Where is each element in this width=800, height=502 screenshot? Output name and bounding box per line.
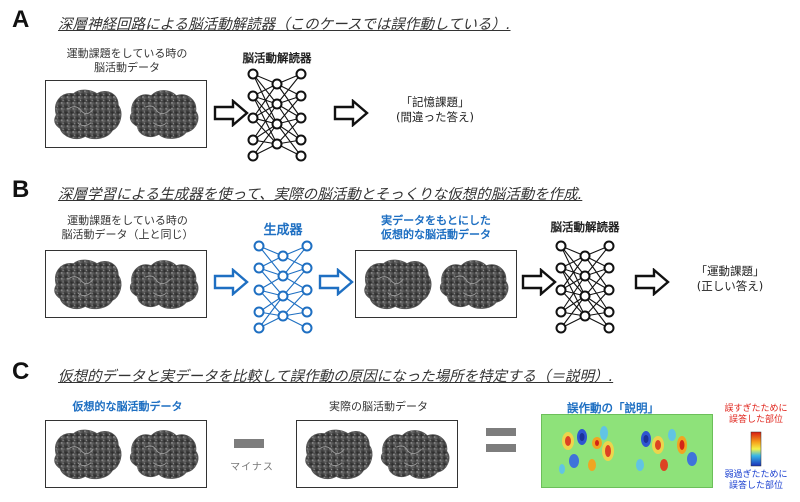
- output-answer: 「記憶課題」: [400, 95, 470, 109]
- right-arrow-icon: [521, 268, 557, 296]
- section-b-decoder-label: 脳活動解読器: [550, 220, 620, 234]
- section-a-decoder-label: 脳活動解読器: [242, 51, 312, 65]
- section-a-input-caption: 運動課題をしている時の 脳活動データ: [42, 47, 212, 75]
- colorbar-icon: [750, 431, 762, 467]
- section-b-input-caption: 運動課題をしている時の 脳活動データ（上と同じ）: [40, 214, 215, 242]
- brain-scan-image: [45, 80, 207, 148]
- output-note: (間違った答え): [396, 110, 474, 124]
- virtual-brain-scan-image: [45, 420, 207, 488]
- equals-sign-icon: [486, 428, 516, 436]
- real-brain-scan-image: [296, 420, 458, 488]
- brain-scan-image: [45, 250, 207, 318]
- section-c-title: 仮想的データと実データを比較して誤作動の原因になった場所を特定する（＝説明）.: [58, 369, 614, 385]
- caption-line: 運動課題をしている時の: [66, 47, 188, 60]
- section-c-letter: C: [12, 358, 30, 385]
- legend-bottom-label: 弱過ぎたために 誤答した部位: [716, 470, 796, 492]
- minus-label: マイナス: [230, 462, 274, 473]
- output-answer: 「運動課題」: [695, 264, 765, 278]
- legend-top-label: 誤すぎたために 誤答した部位: [716, 404, 796, 426]
- generator-network-icon: [253, 240, 313, 334]
- caption-line: 脳活動データ: [94, 61, 160, 74]
- heatmap-image: [541, 414, 713, 488]
- right-arrow-icon: [213, 268, 249, 296]
- equals-sign-bar: [486, 444, 516, 452]
- generator-label: 生成器: [263, 223, 303, 238]
- section-a-output: 「記憶課題」 (間違った答え): [380, 95, 490, 125]
- caption-line: 脳活動データ（上と同じ）: [61, 228, 194, 241]
- section-b-letter: B: [12, 176, 30, 203]
- right-arrow-icon: [634, 268, 670, 296]
- right-arrow-icon: [318, 268, 354, 296]
- legend-line: 誤答した部位: [728, 481, 783, 491]
- virtual-data-caption: 実データをもとにした 仮想的な脳活動データ: [356, 214, 516, 242]
- output-note: (正しい答え): [696, 279, 764, 293]
- legend-line: 誤すぎたために: [724, 404, 788, 414]
- section-c-real-caption: 実際の脳活動データ: [329, 400, 428, 413]
- legend-line: 弱過ぎたために: [724, 470, 788, 480]
- caption-line: 運動課題をしている時の: [67, 214, 188, 227]
- caption-line: 実データをもとにした: [381, 214, 491, 227]
- right-arrow-icon: [213, 99, 249, 127]
- neural-network-icon: [247, 68, 307, 162]
- neural-network-icon: [555, 240, 615, 334]
- section-b-output: 「運動課題」 (正しい答え): [675, 264, 785, 294]
- caption-line: 仮想的な脳活動データ: [381, 228, 491, 241]
- minus-sign-icon: [234, 439, 264, 448]
- right-arrow-icon: [333, 99, 369, 127]
- section-a-letter: A: [12, 6, 30, 33]
- section-c-virtual-caption: 仮想的な脳活動データ: [72, 400, 183, 413]
- section-b-title: 深層学習による生成器を使って、実際の脳活動とそっくりな仮想的脳活動を作成.: [58, 187, 583, 203]
- section-a-title: 深層神経回路による脳活動解読器（このケースでは誤作動している）.: [58, 17, 511, 33]
- virtual-brain-scan-image: [355, 250, 517, 318]
- result-caption: 誤作動の「説明」: [567, 401, 659, 415]
- legend-line: 誤答した部位: [728, 415, 783, 425]
